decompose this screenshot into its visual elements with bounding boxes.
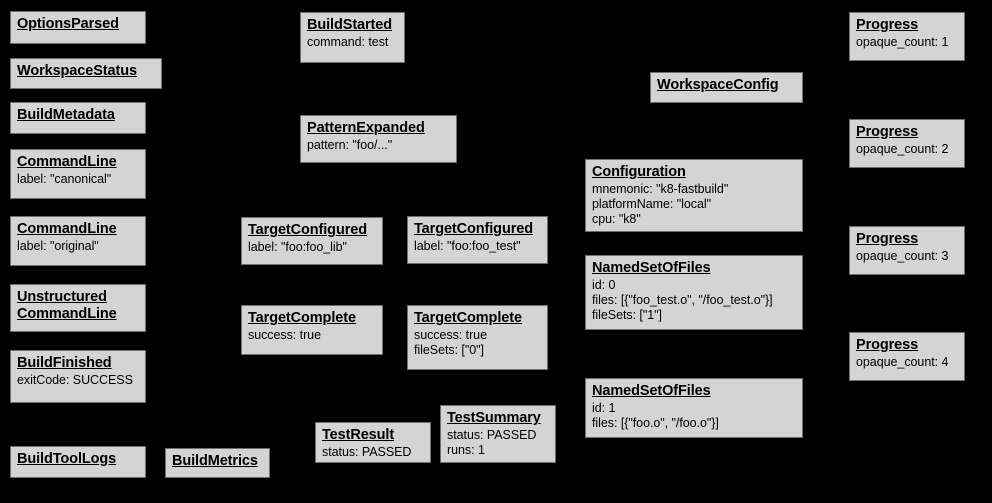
event-node-title: NamedSetOfFiles: [592, 260, 711, 276]
event-node-title: PatternExpanded: [307, 120, 425, 136]
event-node-pattern-expanded[interactable]: PatternExpanded pattern: "foo/...": [300, 115, 457, 163]
event-node-field: success: true: [248, 328, 321, 343]
event-node-title: Progress: [856, 231, 919, 247]
event-node-title: Progress: [856, 124, 919, 140]
event-node-field: id: 1: [592, 401, 616, 416]
event-node-field: command: test: [307, 35, 389, 50]
event-node-field: label: "foo:foo_lib": [248, 240, 347, 255]
event-node-title: Unstructured CommandLine: [17, 289, 117, 323]
event-node-fields: label: "foo:foo_test": [414, 239, 541, 254]
event-node-field: cpu: "k8": [592, 211, 641, 226]
event-node-title: TargetComplete: [248, 310, 356, 326]
event-node-title: BuildFinished: [17, 355, 112, 371]
event-node-progress-3[interactable]: Progress opaque_count: 3: [849, 226, 965, 275]
event-node-build-metrics[interactable]: BuildMetrics: [165, 448, 270, 478]
event-node-title: BuildMetadata: [17, 107, 115, 123]
event-node-field: success: true: [414, 328, 487, 343]
event-node-field: exitCode: SUCCESS: [17, 373, 133, 388]
event-node-workspace-config[interactable]: WorkspaceConfig: [650, 72, 803, 103]
event-node-title: Progress: [856, 17, 919, 33]
event-node-fields: command: test: [307, 35, 398, 50]
event-node-field: files: [{"foo.o", "/foo.o"}]: [592, 415, 719, 430]
event-node-field: opaque_count: 2: [856, 142, 949, 157]
event-node-fields: label: "original": [17, 239, 139, 254]
event-node-field: mnemonic: "k8-fastbuild": [592, 182, 729, 197]
event-node-title: WorkspaceConfig: [657, 77, 779, 93]
event-node-field: label: "foo:foo_test": [414, 239, 521, 254]
event-node-fields: label: "canonical": [17, 172, 139, 187]
event-node-fields: label: "foo:foo_lib": [248, 240, 376, 255]
event-node-build-started[interactable]: BuildStarted command: test: [300, 12, 405, 63]
event-node-field: opaque_count: 3: [856, 249, 949, 264]
event-node-title: Configuration: [592, 164, 686, 180]
event-node-title: CommandLine: [17, 154, 117, 170]
event-node-field: fileSets: ["1"]: [592, 307, 662, 322]
event-node-progress-4[interactable]: Progress opaque_count: 4: [849, 332, 965, 381]
event-node-title: BuildMetrics: [172, 453, 258, 469]
event-node-title: TargetConfigured: [248, 222, 367, 238]
event-node-options-parsed[interactable]: OptionsParsed: [10, 11, 146, 44]
event-node-title: WorkspaceStatus: [17, 63, 137, 79]
event-node-workspace-status[interactable]: WorkspaceStatus: [10, 58, 162, 89]
event-node-title: TestResult: [322, 427, 395, 443]
event-node-field: status: PASSED: [447, 428, 537, 443]
event-node-progress-1[interactable]: Progress opaque_count: 1: [849, 12, 965, 61]
event-node-fields: mnemonic: "k8-fastbuild"platformName: "l…: [592, 182, 796, 226]
event-node-field: opaque_count: 4: [856, 355, 949, 370]
event-node-title: BuildToolLogs: [17, 451, 117, 467]
event-node-fields: opaque_count: 1: [856, 35, 958, 50]
event-node-field: status: PASSED: [322, 445, 412, 460]
event-node-title: CommandLine: [17, 221, 117, 237]
event-node-title: TargetComplete: [414, 310, 522, 326]
event-node-field: label: "canonical": [17, 172, 112, 187]
event-node-progress-2[interactable]: Progress opaque_count: 2: [849, 119, 965, 168]
event-node-command-line-canonical[interactable]: CommandLine label: "canonical": [10, 149, 146, 199]
event-node-field: platformName: "local": [592, 196, 711, 211]
event-node-command-line-original[interactable]: CommandLine label: "original": [10, 216, 146, 266]
event-node-fields: exitCode: SUCCESS: [17, 373, 139, 388]
event-node-build-metadata[interactable]: BuildMetadata: [10, 102, 146, 134]
event-node-build-tool-logs[interactable]: BuildToolLogs: [10, 446, 146, 478]
event-node-target-complete-foo-lib[interactable]: TargetComplete success: true: [241, 305, 383, 355]
event-node-fields: opaque_count: 4: [856, 355, 958, 370]
event-node-field: id: 0: [592, 278, 616, 293]
event-node-field: opaque_count: 1: [856, 35, 949, 50]
event-node-title: BuildStarted: [307, 17, 393, 33]
event-node-fields: status: PASSED: [322, 445, 424, 460]
event-node-build-finished[interactable]: BuildFinished exitCode: SUCCESS: [10, 350, 146, 403]
event-node-fields: opaque_count: 2: [856, 142, 958, 157]
event-node-field: label: "original": [17, 239, 99, 254]
event-node-title: TargetConfigured: [414, 221, 533, 237]
event-node-target-configured-foo-test[interactable]: TargetConfigured label: "foo:foo_test": [407, 216, 548, 264]
event-node-title: Progress: [856, 337, 919, 353]
event-node-test-result[interactable]: TestResult status: PASSED: [315, 422, 431, 463]
event-node-fields: opaque_count: 3: [856, 249, 958, 264]
event-node-field: pattern: "foo/...": [307, 138, 393, 153]
event-node-configuration[interactable]: Configuration mnemonic: "k8-fastbuild"pla…: [585, 159, 803, 232]
event-node-title: NamedSetOfFiles: [592, 383, 711, 399]
event-node-title: OptionsParsed: [17, 16, 119, 32]
event-node-unstructured-command-line[interactable]: Unstructured CommandLine: [10, 284, 146, 332]
event-node-field: files: [{"foo_test.o", "/foo_test.o"}]: [592, 292, 773, 307]
event-node-field: fileSets: ["0"]: [414, 342, 484, 357]
event-node-fields: pattern: "foo/...": [307, 138, 450, 153]
event-node-field: runs: 1: [447, 442, 485, 457]
event-node-title: TestSummary: [447, 410, 541, 426]
event-node-fields: success: true: [248, 328, 376, 343]
event-node-target-configured-foo-lib[interactable]: TargetConfigured label: "foo:foo_lib": [241, 217, 383, 265]
